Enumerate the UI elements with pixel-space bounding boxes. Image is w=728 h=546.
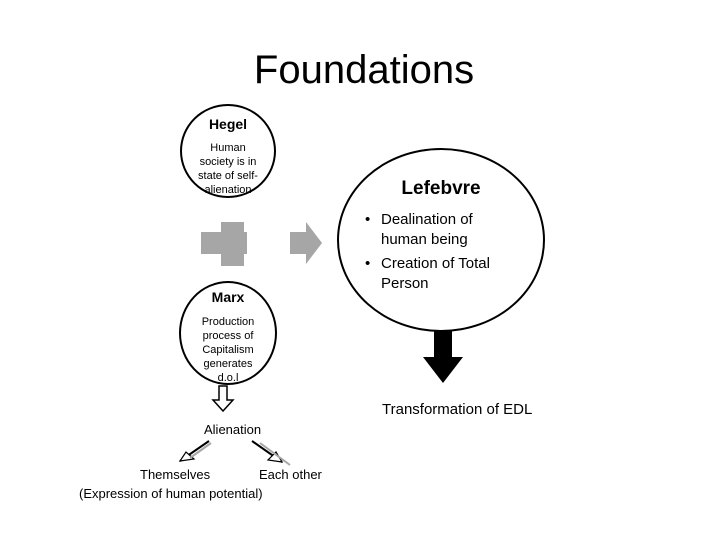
- outline-down-arrow-icon: [211, 385, 235, 413]
- bullet-icon: •: [365, 255, 371, 272]
- plus-icon: [201, 222, 247, 266]
- marx-line: process of: [202, 330, 254, 342]
- right-diagonal-arrow-icon: [251, 440, 291, 466]
- left-diagonal-arrow-icon: [178, 440, 212, 462]
- hegel-heading: Hegel: [208, 116, 248, 132]
- right-arrow-icon: [290, 222, 322, 264]
- lefebvre-circle: Lefebvre • Dealination of human being • …: [337, 148, 545, 332]
- hegel-description: Human society is in state of self- alien…: [182, 141, 274, 197]
- bullet-line: Person: [381, 275, 429, 292]
- hegel-line: society is in: [199, 156, 257, 168]
- marx-line: Capitalism: [202, 344, 254, 356]
- marx-circle: Marx Production process of Capitalism ge…: [179, 281, 277, 385]
- hegel-line: state of self-: [198, 170, 258, 182]
- transformation-label: Transformation of EDL: [382, 401, 533, 418]
- expression-label: (Expression of human potential): [79, 486, 263, 501]
- bullet-icon: •: [365, 211, 371, 228]
- marx-line: generates: [203, 358, 253, 370]
- marx-line: d.o.l: [217, 372, 239, 384]
- bullet-line: human being: [381, 231, 468, 248]
- marx-line: Production: [201, 316, 255, 328]
- lefebvre-bullet-item: • Dealination of human being: [363, 210, 533, 250]
- hegel-circle: Hegel Human society is in state of self-…: [180, 104, 276, 198]
- marx-heading: Marx: [211, 289, 245, 305]
- lefebvre-bullet-list: • Dealination of human being • Creation …: [363, 210, 533, 298]
- lefebvre-bullet-item: • Creation of Total Person: [363, 254, 533, 294]
- bullet-line: Creation of Total: [381, 255, 490, 272]
- lefebvre-heading: Lefebvre: [401, 178, 481, 199]
- themselves-label: Themselves: [140, 467, 211, 482]
- marx-description: Production process of Capitalism generat…: [181, 315, 275, 385]
- page-title: Foundations: [253, 48, 475, 92]
- hegel-line: alienation: [204, 184, 252, 196]
- down-arrow-icon: [423, 331, 463, 383]
- bullet-line: Dealination of: [381, 211, 473, 228]
- each-other-label: Each other: [259, 467, 322, 482]
- alienation-label: Alienation: [204, 422, 262, 437]
- hegel-line: Human: [210, 142, 246, 154]
